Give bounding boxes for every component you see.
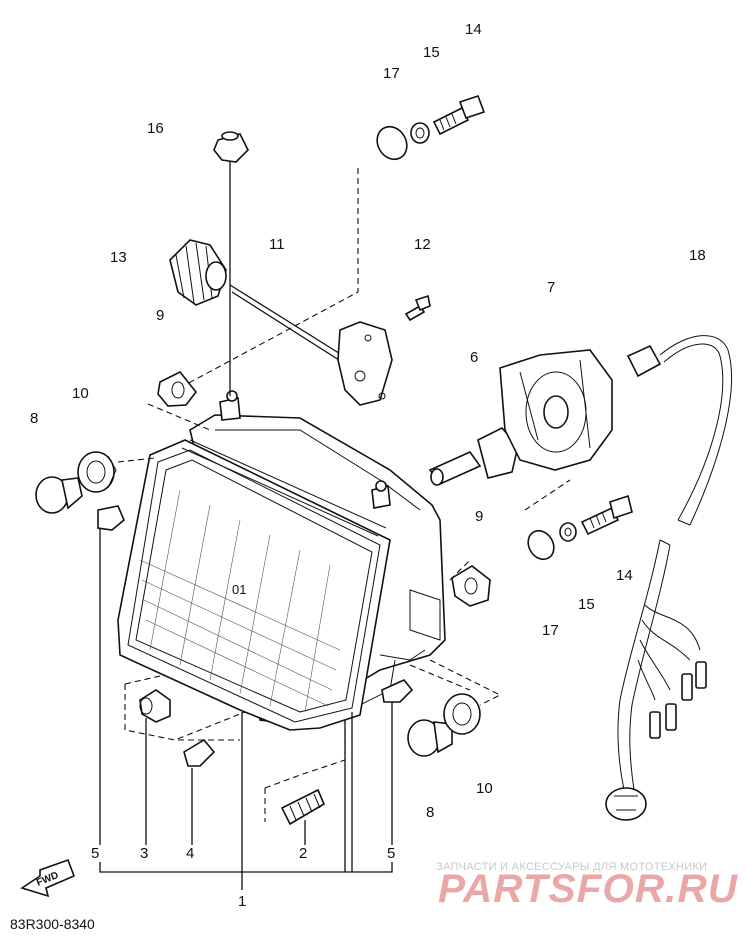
part-15-nut-right	[559, 522, 577, 542]
callout-8-left: 8	[30, 410, 38, 427]
callout-9-right: 9	[475, 508, 483, 525]
callout-16: 16	[147, 120, 164, 137]
callout-10-left: 10	[72, 385, 89, 402]
part-16-cap	[213, 131, 249, 163]
part-12-screw	[404, 294, 431, 322]
part-8-damper-right	[407, 719, 453, 757]
callout-18: 18	[689, 247, 706, 264]
part-11-bracket	[337, 321, 393, 406]
watermark-tagline: ЗАПЧАСТИ И АКСЕССУАРЫ ДЛЯ МОТОТЕХНИКИ	[436, 861, 707, 873]
part-4-bulb	[183, 738, 216, 767]
part-6-headlight-bulb	[428, 423, 531, 486]
callout-labels: 14 15 17 16 11 12 13 18 7 9 6 10 8 9 14 …	[30, 21, 706, 910]
callout-17-right: 17	[542, 622, 559, 639]
part-10-collar-right	[443, 693, 481, 735]
callout-17-top: 17	[383, 65, 400, 82]
part-17-washer-top	[376, 125, 408, 161]
part-14-bolt-top	[432, 94, 486, 136]
watermark-logo: PARTSFOR.RU	[438, 867, 738, 911]
part-9-grommet-right	[451, 565, 491, 607]
callout-15-top: 15	[423, 44, 440, 61]
callout-7: 7	[547, 279, 555, 296]
callout-5-right: 5	[387, 845, 395, 862]
part-13-adjuster	[169, 239, 227, 306]
part-14-bolt-right	[580, 494, 633, 536]
part-5-clip-right	[381, 679, 414, 703]
callout-13: 13	[110, 249, 127, 266]
callout-3: 3	[140, 845, 148, 862]
callout-9-left: 9	[156, 307, 164, 324]
part-8-damper-left	[35, 476, 83, 514]
callout-10-right: 10	[476, 780, 493, 797]
callout-12: 12	[414, 236, 431, 253]
callout-4: 4	[186, 845, 194, 862]
headlight-lens-unit: 01	[117, 439, 391, 731]
diagram-code: 83R300-8340	[10, 916, 95, 932]
part-18-wire-harness	[605, 335, 733, 821]
part-15-nut-top	[410, 122, 430, 144]
callout-1: 1	[238, 893, 246, 910]
callout-2: 2	[299, 845, 307, 862]
part-9-grommet-left	[157, 370, 198, 407]
callout-11: 11	[269, 236, 285, 253]
part-7-cover	[499, 349, 613, 471]
callout-15-right: 15	[578, 596, 595, 613]
part-5-clip-left	[97, 505, 125, 531]
callout-14-top: 14	[465, 21, 482, 38]
part-2-spring	[280, 788, 326, 826]
fwd-arrow-icon: FWD	[20, 858, 76, 898]
callout-6: 6	[470, 349, 478, 366]
lens-mark: 01	[232, 582, 246, 597]
callout-14-right: 14	[616, 567, 633, 584]
leader-lines	[99, 162, 571, 890]
part-3-socket	[139, 689, 171, 723]
lens-pattern	[139, 489, 341, 713]
callout-8-right: 8	[426, 804, 434, 821]
part-10-collar-left	[77, 451, 117, 493]
part-17-washer-right	[527, 529, 555, 561]
callout-5-left: 5	[91, 845, 99, 862]
